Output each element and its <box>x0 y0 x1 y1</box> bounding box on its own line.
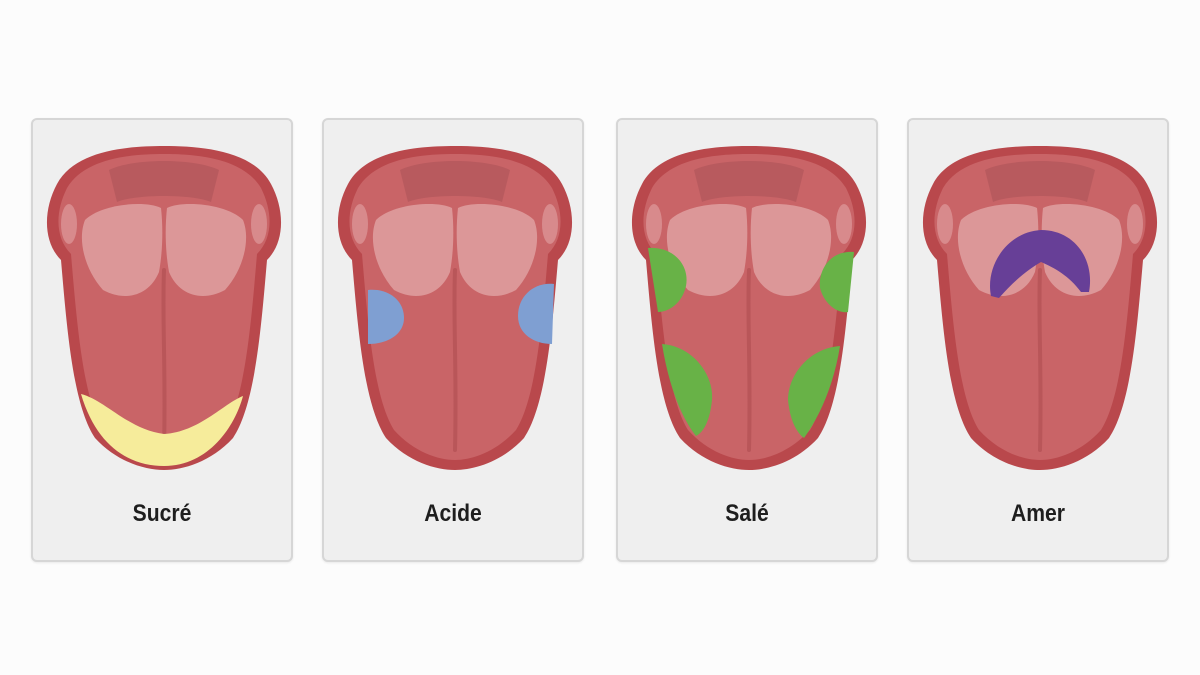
taste-label: Acide <box>424 500 482 527</box>
taste-card-bitter: Amer <box>907 118 1169 562</box>
tongue-back-shade <box>109 161 219 202</box>
tongue-right-edge <box>836 204 852 244</box>
tongue-left-lobe <box>372 204 454 296</box>
taste-card-sweet: Sucré <box>31 118 293 562</box>
salty-zone-upper-right <box>819 251 854 313</box>
tongue-right-lobe <box>456 204 538 296</box>
tongue-back-shade <box>694 161 804 202</box>
tongue-left-lobe <box>666 204 748 296</box>
bitter-zone <box>990 230 1091 298</box>
tongue-left-edge <box>937 204 953 244</box>
tongue-midline <box>161 268 167 452</box>
taste-card-sour: Acide <box>322 118 584 562</box>
salty-zone-lower-left <box>662 344 713 436</box>
tongue-midline <box>452 268 458 452</box>
tongue-illustration <box>922 146 1158 470</box>
tongue-midline <box>746 268 752 452</box>
tongue-right-edge <box>251 204 267 244</box>
sweet-zone <box>81 394 243 466</box>
tongue-right-lobe <box>750 204 832 296</box>
tongue-right-edge <box>542 204 558 244</box>
taste-label: Amer <box>1010 500 1065 527</box>
tongue-right-edge <box>1127 204 1143 244</box>
tongue-left-edge <box>646 204 662 244</box>
sour-zone-right <box>518 283 554 344</box>
tongue-left-lobe <box>81 204 163 296</box>
taste-card-salty: Salé <box>616 118 878 562</box>
salty-zone-lower-right <box>788 346 840 438</box>
salty-zone-upper-left <box>648 247 687 312</box>
tongue-midline <box>1037 268 1043 452</box>
tongue-back-shade <box>985 161 1095 202</box>
tongue-left-edge <box>61 204 77 244</box>
sour-zone-left <box>368 289 404 344</box>
taste-label: Sucré <box>132 500 192 527</box>
tongue-back-shade <box>400 161 510 202</box>
tongue-right-lobe <box>165 204 247 296</box>
taste-label: Salé <box>725 500 769 527</box>
tongue-illustration <box>631 146 867 470</box>
tongue-illustration <box>337 146 573 470</box>
tongue-left-edge <box>352 204 368 244</box>
tongue-illustration <box>46 146 282 470</box>
